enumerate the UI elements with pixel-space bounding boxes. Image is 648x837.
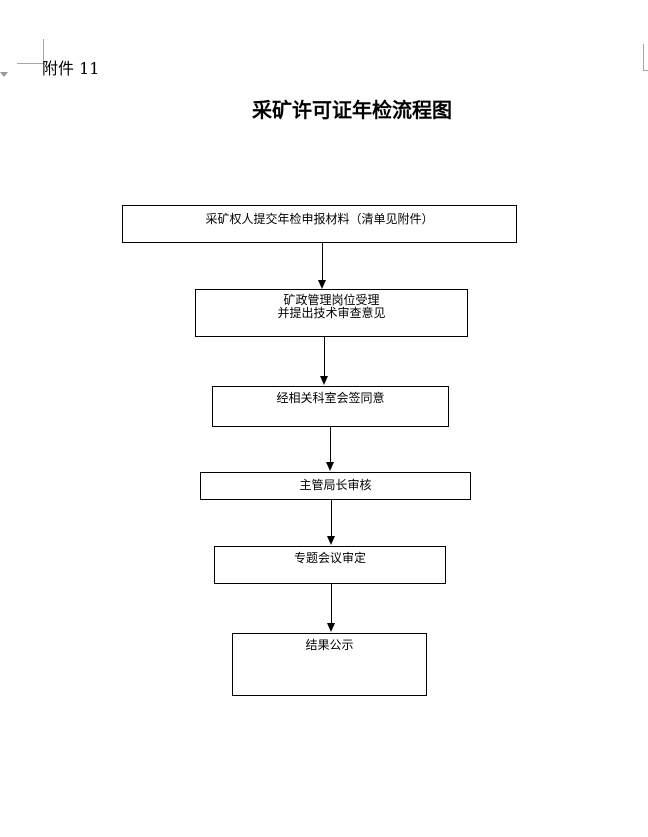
node-label: 结果公示 — [305, 638, 354, 652]
flow-node-acceptance-review: 矿政管理岗位受理 并提出技术审查意见 — [195, 289, 468, 337]
flow-node-director-review: 主管局长审核 — [200, 472, 471, 500]
arrowhead-icon — [320, 376, 328, 385]
flow-arrow-1 — [318, 243, 327, 289]
node-label: 经相关科室会签同意 — [276, 391, 385, 405]
arrow-line — [330, 427, 331, 463]
flow-node-publish-results: 结果公示 — [232, 633, 427, 696]
node-label: 主管局长审核 — [299, 478, 372, 492]
attachment-label: 附件 11 — [42, 59, 100, 78]
ruler-marker-icon — [0, 72, 8, 77]
flow-arrow-5 — [327, 584, 336, 632]
arrowhead-icon — [327, 623, 335, 632]
text-boundary-mark-left — [17, 39, 44, 64]
node-label-line2: 并提出技术审查意见 — [277, 306, 386, 320]
flow-arrow-4 — [327, 500, 336, 545]
flow-node-submit-materials: 采矿权人提交年检申报材料（清单见附件） — [122, 205, 517, 243]
page-title: 采矿许可证年检流程图 — [252, 98, 452, 122]
arrow-line — [322, 243, 323, 281]
arrowhead-icon — [326, 462, 334, 471]
text-boundary-mark-right — [643, 44, 648, 71]
flow-arrow-3 — [326, 427, 335, 471]
arrow-line — [324, 337, 325, 377]
node-label: 专题会议审定 — [293, 551, 366, 565]
flow-arrow-2 — [320, 337, 329, 385]
arrow-line — [331, 500, 332, 537]
arrowhead-icon — [318, 280, 326, 289]
arrowhead-icon — [327, 536, 335, 545]
flow-node-countersign: 经相关科室会签同意 — [212, 386, 449, 427]
arrow-line — [331, 584, 332, 624]
flow-node-special-meeting: 专题会议审定 — [214, 546, 446, 584]
node-label-line1: 矿政管理岗位受理 — [283, 293, 380, 307]
node-label: 采矿权人提交年检申报材料（清单见附件） — [205, 212, 434, 226]
